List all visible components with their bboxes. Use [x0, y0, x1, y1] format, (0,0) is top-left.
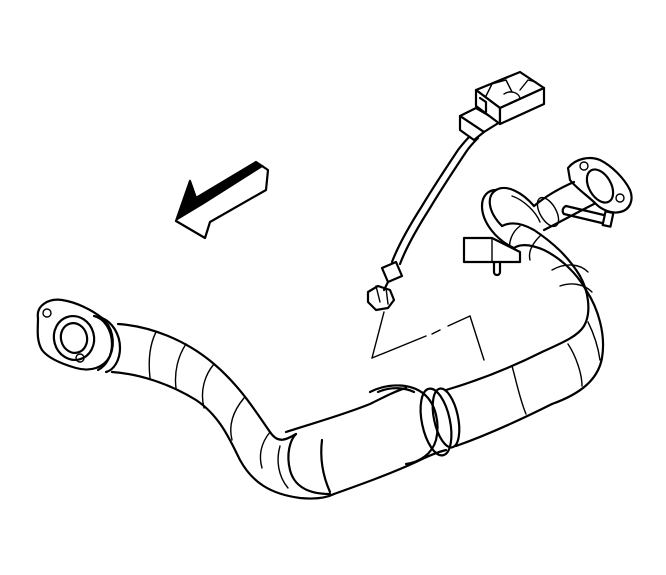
sensor-wire	[390, 132, 480, 266]
oxygen-sensor	[366, 260, 404, 312]
direction-arrow	[174, 160, 270, 240]
sensor-callout-box	[371, 311, 485, 361]
catalytic-converter	[284, 384, 461, 496]
rear-flange	[566, 157, 633, 214]
front-flange	[36, 298, 122, 374]
hanger-bracket	[462, 236, 522, 277]
front-pipe	[110, 322, 336, 500]
electrical-connector	[458, 70, 546, 142]
mounting-stud	[561, 204, 615, 228]
intermediate-pipe	[444, 180, 605, 448]
